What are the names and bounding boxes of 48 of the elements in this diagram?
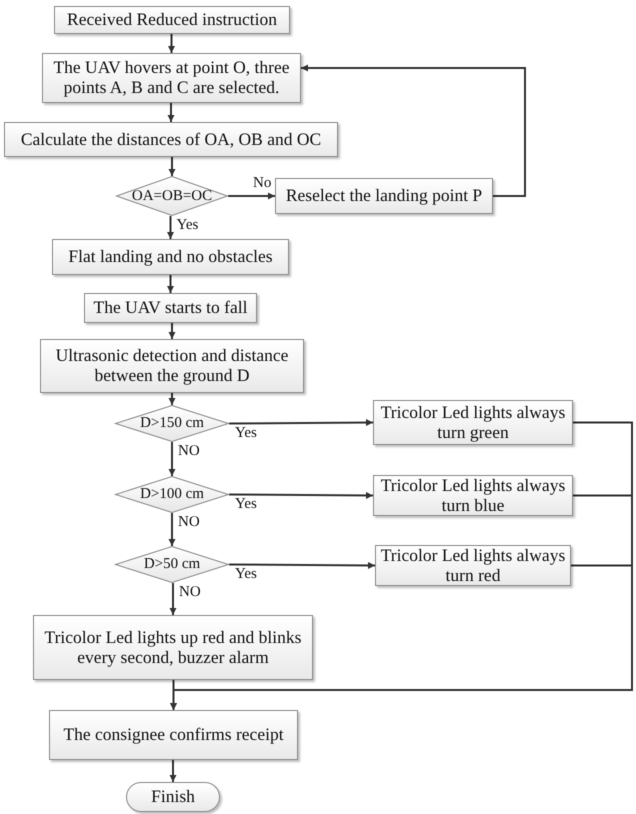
arrow [168,442,176,476]
node-text: D>150 cm [140,415,204,432]
process-box [52,239,289,275]
node-text: Received Reduced instruction [67,10,277,30]
arrow [168,103,174,122]
node-text: Flat landing and no obstacles [68,247,273,267]
arrow [170,583,176,615]
arrow [168,157,176,176]
arrow [228,192,275,200]
arrow [168,34,175,53]
arrow [229,562,375,569]
node-text: Ultrasonic detection and distance between the ground D [54,346,290,386]
node-text: D>100 cm [140,486,204,503]
node-text: The UAV starts to fall [94,298,248,318]
arrow [168,393,176,405]
process-box [84,293,257,323]
edge-label: Yes [234,426,258,440]
arrow [168,513,176,546]
node-text: Calculate the distances of OA, OB and OC [20,130,322,150]
edge-label: Yes [234,566,258,582]
node-text: Reselect the landing point P [286,186,482,206]
arrow [168,323,176,339]
arrow [170,680,177,710]
arrow [170,760,176,782]
node-text: D>50 cm [144,556,200,573]
process-box [54,6,290,34]
process-box [42,53,301,103]
node-text: Tricolor Led lights always turn blue [380,476,566,516]
node-text: Tricolor Led lights always turn red [380,546,566,586]
node-text: OA=OB=OC [132,188,212,204]
terminal-box [126,782,220,812]
arrow [229,419,373,426]
node-text: Tricolor Led lights up red and blinks every second, buzzer alarm [44,628,302,668]
node-text: The consignee confirms receipt [63,725,284,745]
process-box [33,615,313,680]
process-box [40,339,304,393]
arrow [167,216,174,239]
node-text: Tricolor Led lights always turn green [380,402,566,442]
process-box [4,122,338,157]
process-box [275,178,493,214]
edge-label: Yes [234,496,258,512]
node-text: Finish [151,787,195,807]
process-box [373,400,573,445]
arrow [167,275,174,293]
arrow [229,492,373,499]
process-box [49,710,298,760]
node-text: The UAV hovers at point O, three points A, B and C are selected. [52,58,291,98]
arrow [301,64,526,197]
